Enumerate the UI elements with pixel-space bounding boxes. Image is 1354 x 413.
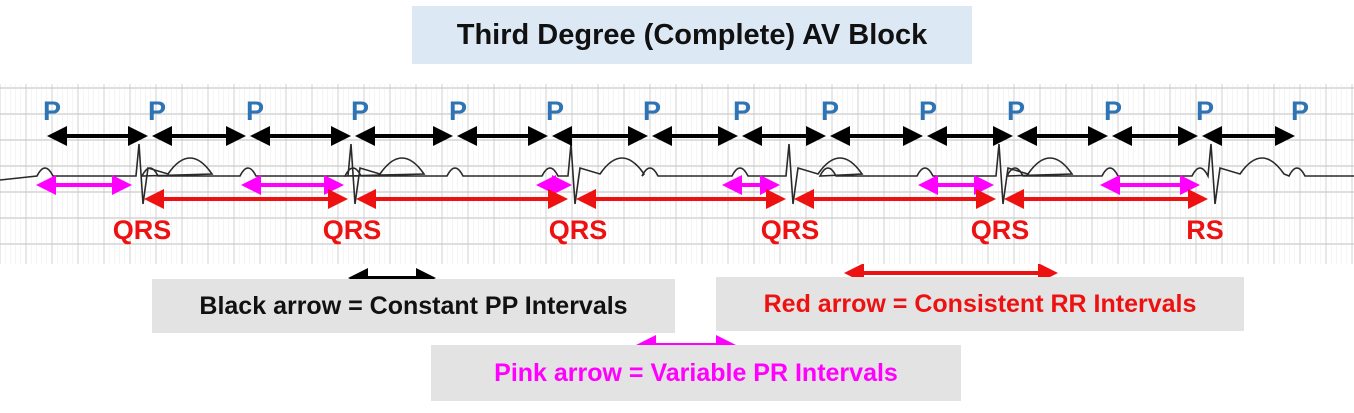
qrs-labels: QRS QRS QRS QRS QRS RS bbox=[113, 215, 1224, 245]
p-wave-label: P bbox=[546, 96, 564, 126]
p-wave-label: P bbox=[1007, 96, 1025, 126]
p-wave-label: P bbox=[919, 96, 937, 126]
qrs-label: RS bbox=[1186, 215, 1224, 245]
p-wave-label: P bbox=[246, 96, 264, 126]
p-wave-label: P bbox=[449, 96, 467, 126]
qrs-label: QRS bbox=[113, 215, 172, 245]
ecg-trace bbox=[0, 143, 1354, 205]
legend-pink-arrow: Pink arrow = Variable PR Intervals bbox=[431, 345, 961, 401]
p-wave-label: P bbox=[1196, 96, 1214, 126]
p-wave-label: P bbox=[733, 96, 751, 126]
qrs-label: QRS bbox=[549, 215, 608, 245]
legend-red-text: Red arrow = Consistent RR Intervals bbox=[763, 289, 1197, 318]
qrs-label: QRS bbox=[323, 215, 382, 245]
title-box: Third Degree (Complete) AV Block bbox=[412, 6, 972, 64]
legend-pink-text: Pink arrow = Variable PR Intervals bbox=[494, 358, 898, 387]
p-wave-label: P bbox=[148, 96, 166, 126]
p-wave-label: P bbox=[43, 96, 61, 126]
qrs-label: QRS bbox=[971, 215, 1030, 245]
p-wave-label: P bbox=[1291, 96, 1309, 126]
p-wave-label: P bbox=[1104, 96, 1122, 126]
ecg-strip: P P P P P P P P P P P P P P QRS QRS QRS QRS QRS RS bbox=[0, 84, 1354, 264]
legend-black-arrow: Black arrow = Constant PP Intervals bbox=[152, 279, 675, 333]
legend-red-arrow: Red arrow = Consistent RR Intervals bbox=[716, 277, 1244, 331]
p-wave-label: P bbox=[643, 96, 661, 126]
page-title: Third Degree (Complete) AV Block bbox=[456, 18, 928, 51]
legend-black-text: Black arrow = Constant PP Intervals bbox=[199, 291, 628, 320]
p-wave-label: P bbox=[821, 96, 839, 126]
qrs-label: QRS bbox=[761, 215, 820, 245]
ecg-grid bbox=[0, 84, 1354, 264]
p-wave-label: P bbox=[351, 96, 369, 126]
